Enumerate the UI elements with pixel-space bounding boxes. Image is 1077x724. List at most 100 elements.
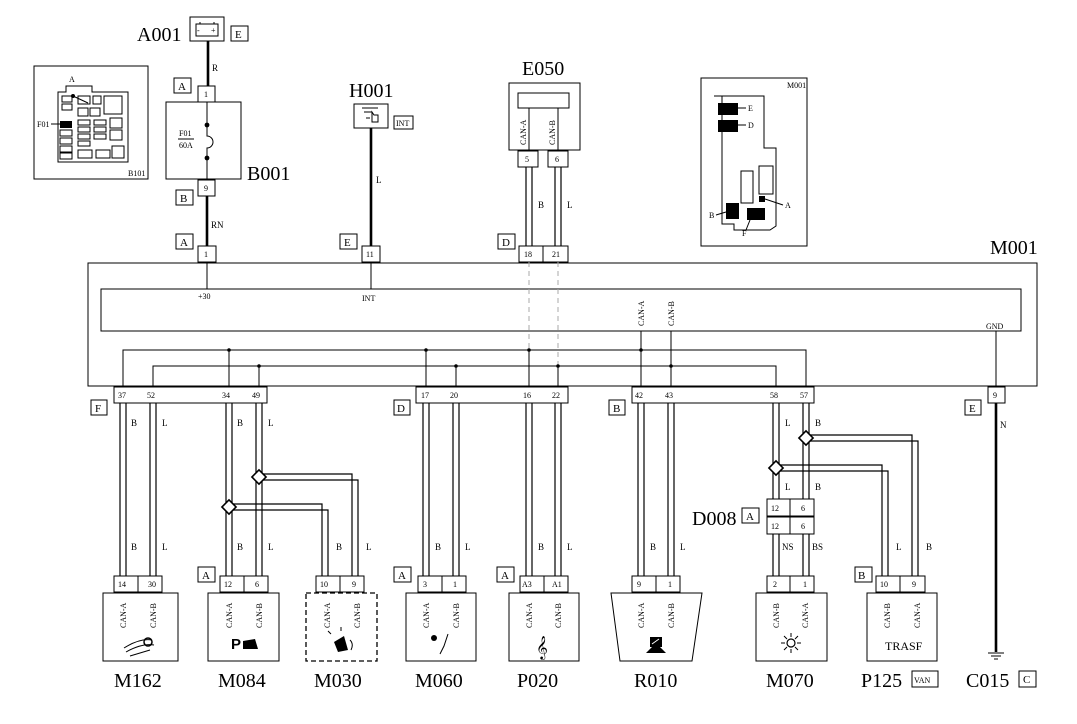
svg-text:-: -: [197, 26, 200, 35]
svg-text:𝄞: 𝄞: [536, 635, 548, 660]
svg-text:B: B: [815, 482, 821, 492]
label-m001: M001: [990, 237, 1038, 259]
e050-harness: B L: [525, 167, 573, 246]
svg-text:18: 18: [524, 250, 532, 259]
svg-text:BS: BS: [812, 542, 823, 552]
label-m162: M162: [114, 670, 162, 692]
svg-text:12: 12: [771, 504, 779, 513]
svg-text:E: E: [969, 403, 976, 415]
svg-text:M001: M001: [787, 81, 806, 90]
svg-text:E: E: [748, 104, 753, 113]
svg-text:20: 20: [450, 391, 458, 400]
svg-text:C: C: [1023, 674, 1030, 686]
svg-text:F: F: [742, 229, 747, 238]
svg-text:CAN-A: CAN-A: [519, 119, 528, 145]
svg-text:17: 17: [421, 391, 429, 400]
svg-text:57: 57: [800, 391, 808, 400]
label-b001: B001: [247, 163, 290, 185]
svg-text:CAN-B: CAN-B: [667, 603, 676, 628]
battery-a001: - + A001 E: [137, 16, 249, 46]
component-m162: 14 30 CAN-A CAN-B M162: [102, 575, 179, 692]
svg-text:CAN-B: CAN-B: [554, 603, 563, 628]
svg-text:6: 6: [801, 504, 805, 513]
svg-text:3: 3: [423, 580, 427, 589]
svg-text:A: A: [69, 75, 75, 84]
fuse-box-b001: 1 A F01 60A 9 B001 B: [165, 77, 290, 206]
svg-text:L: L: [162, 418, 168, 428]
wire-rn: RN: [211, 220, 224, 230]
svg-text:49: 49: [252, 391, 260, 400]
svg-text:6: 6: [801, 522, 805, 531]
svg-text:NS: NS: [782, 542, 794, 552]
svg-text:L: L: [268, 542, 274, 552]
svg-text:9: 9: [912, 580, 916, 589]
svg-text:L: L: [785, 482, 791, 492]
svg-text:1: 1: [204, 250, 208, 259]
svg-text:D: D: [748, 121, 754, 130]
svg-text:GND: GND: [986, 322, 1004, 331]
label-e050: E050: [522, 58, 564, 80]
svg-text:CAN-B: CAN-B: [883, 603, 892, 628]
label-p125: P125: [861, 670, 902, 692]
svg-text:5: 5: [525, 155, 529, 164]
component-m070: 2 1 CAN-B CAN-A M070: [755, 575, 828, 692]
svg-text:B: B: [538, 542, 544, 552]
harness-d008-m070-p125: L B L B L B 12 6 12 6 D008 A NS BS: [692, 403, 932, 576]
svg-text:9: 9: [352, 580, 356, 589]
svg-text:14: 14: [118, 580, 126, 589]
svg-text:B: B: [815, 418, 821, 428]
p125-trasf-text: TRASF: [885, 639, 923, 653]
component-p125: B 10 9 CAN-B CAN-A TRASF P125 VAN: [854, 566, 939, 692]
svg-text:B: B: [336, 542, 342, 552]
component-m030: 10 9 CAN-A CAN-B M030: [305, 575, 378, 692]
harness-m084-m030: B L B L B L: [220, 403, 372, 576]
component-m060: A 3 1 CAN-A CAN-B M060: [393, 566, 477, 692]
svg-text:CAN-B: CAN-B: [772, 603, 781, 628]
seat-heater-icon: [123, 637, 155, 657]
svg-text:+: +: [211, 26, 216, 35]
label-m084: M084: [218, 670, 266, 692]
component-p020: A A3 A1 CAN-A CAN-B 𝄞 P020: [496, 566, 580, 692]
svg-text:21: 21: [552, 250, 560, 259]
component-r010: 9 1 CAN-A CAN-B R010: [610, 575, 703, 692]
svg-text:B: B: [237, 418, 243, 428]
svg-text:9: 9: [993, 391, 997, 400]
tag-b001-a: A: [178, 81, 186, 93]
fuse-rating: 60A: [179, 141, 193, 150]
svg-text:B: B: [650, 542, 656, 552]
svg-text:D: D: [502, 237, 510, 249]
svg-text:1: 1: [453, 580, 457, 589]
svg-text:52: 52: [147, 391, 155, 400]
svg-text:CAN-A: CAN-A: [422, 602, 431, 628]
label-h001: H001: [349, 80, 393, 102]
svg-text:A: A: [746, 511, 754, 523]
svg-text:L: L: [376, 175, 382, 185]
svg-text:B: B: [538, 200, 544, 210]
wire-r: R: [212, 63, 218, 73]
svg-text:12: 12: [771, 522, 779, 531]
steering-sensor-icon: [431, 633, 449, 655]
label-p020: P020: [517, 670, 558, 692]
svg-text:10: 10: [320, 580, 328, 589]
svg-text:B: B: [435, 542, 441, 552]
svg-text:1: 1: [204, 90, 208, 99]
connector-e050: E050 CAN-A CAN-B 5 6: [508, 58, 581, 168]
parking-sensor-icon: P: [231, 636, 258, 653]
svg-text:30: 30: [148, 580, 156, 589]
harness-m162: B L B L: [119, 403, 168, 576]
svg-text:+30: +30: [198, 292, 211, 301]
component-m084: A 12 6 CAN-A CAN-B P M084: [197, 566, 280, 692]
svg-text:L: L: [680, 542, 686, 552]
svg-text:L: L: [465, 542, 471, 552]
svg-text:22: 22: [552, 391, 560, 400]
svg-text:CAN-B: CAN-B: [452, 603, 461, 628]
svg-text:A: A: [785, 201, 791, 210]
svg-text:CAN-A: CAN-A: [323, 602, 332, 628]
svg-text:CAN-B: CAN-B: [255, 603, 264, 628]
svg-text:A: A: [180, 237, 188, 249]
svg-text:L: L: [785, 418, 791, 428]
harness-m060: B L: [422, 403, 471, 576]
climate-fan-icon: [781, 633, 801, 653]
svg-text:B: B: [926, 542, 932, 552]
